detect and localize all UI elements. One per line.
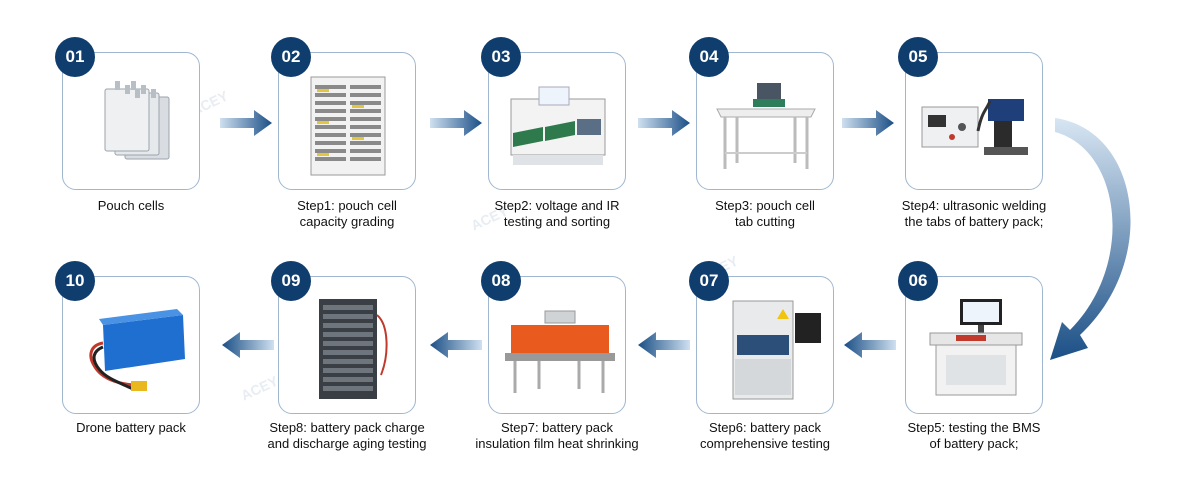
comprehensive-tester-icon	[732, 300, 821, 400]
step-10: 10	[55, 261, 200, 414]
step-number-badge: 07	[689, 261, 729, 301]
aging-cabinet-icon	[319, 299, 388, 399]
step-03: 03	[481, 37, 626, 190]
arrow-left-icon	[844, 332, 896, 358]
grading-cabinet-icon	[310, 76, 386, 176]
step-number-badge: 01	[55, 37, 95, 77]
arrow-left-icon	[222, 332, 274, 358]
drone-battery-icon	[89, 309, 185, 391]
bms-tester-icon	[929, 299, 1023, 396]
tab-cutter-icon	[716, 83, 816, 169]
arrow-left-icon	[430, 332, 482, 358]
step-01: 01	[55, 37, 200, 190]
step-number-badge: 02	[271, 37, 311, 77]
step-number-badge: 10	[55, 261, 95, 301]
arrow-right-icon	[638, 110, 690, 136]
ultrasonic-welder-icon	[921, 99, 1028, 155]
step-05: 05	[898, 37, 1043, 190]
step-07: 07	[689, 261, 834, 414]
step-02: 02	[271, 37, 416, 190]
step-number-badge: 06	[898, 261, 938, 301]
step-06: 06	[898, 261, 1043, 414]
step-09: 09	[271, 261, 416, 414]
step-number-badge: 04	[689, 37, 729, 77]
heat-shrink-tunnel-icon	[505, 310, 615, 393]
curved-arrow-icon	[1050, 118, 1131, 360]
step-number-badge: 05	[898, 37, 938, 77]
watermark: ACEY	[238, 372, 281, 404]
step-number-badge: 08	[481, 261, 521, 301]
pouch-cells-icon	[104, 81, 170, 160]
arrow-right-icon	[842, 110, 894, 136]
step-caption: Pouch cells	[97, 198, 165, 213]
arrow-right-icon	[430, 110, 482, 136]
step-number-badge: 03	[481, 37, 521, 77]
sorting-machine-icon	[510, 86, 606, 165]
step-08: 08	[481, 261, 626, 414]
step-caption: Drone battery pack	[76, 420, 186, 435]
step-number-badge: 09	[271, 261, 311, 301]
arrow-left-icon	[638, 332, 690, 358]
step-04: 04	[689, 37, 834, 190]
arrow-right-icon	[220, 110, 272, 136]
